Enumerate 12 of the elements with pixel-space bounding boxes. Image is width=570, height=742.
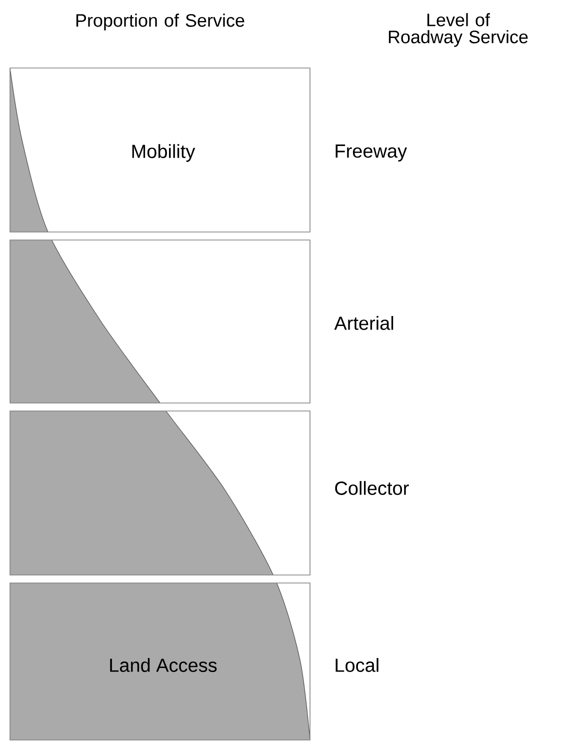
roadway-level-label: Collector [335,481,409,495]
proportion-box [10,240,310,404]
column-heading: Proportion of Service [76,14,244,30]
proportion-box [10,68,310,232]
roadway-level-label: Arterial [334,316,394,330]
box-label: Land Access [110,658,217,672]
proportion-box [10,582,310,740]
roadway-level-label: Local [336,658,378,672]
proportion-box [10,410,310,576]
box-label: Mobility [132,144,196,162]
column-heading: Level of Roadway Service [388,13,528,47]
roadway-level-label: Freeway [336,144,407,162]
